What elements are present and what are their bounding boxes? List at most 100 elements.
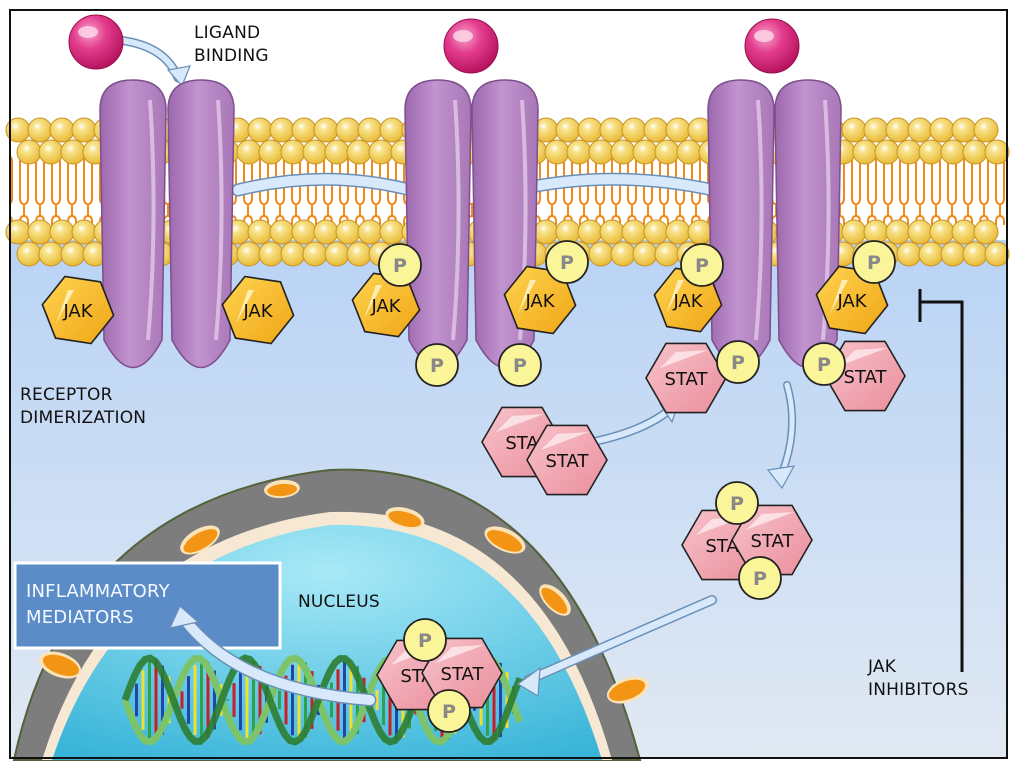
lipid-head (687, 219, 713, 245)
jak-kinase: JAK (503, 265, 577, 335)
stat-label: STAT (665, 369, 709, 390)
lipid-head (566, 139, 592, 165)
label-line: INHIBITORS (868, 680, 969, 700)
pathway-arrows (113, 35, 797, 707)
lipid-head (676, 139, 702, 165)
lipid-head (841, 117, 867, 143)
phosphate-group: P (716, 340, 760, 384)
frame-border (9, 9, 1008, 759)
phosphate-label: P (442, 701, 456, 723)
lipid-head (907, 219, 933, 245)
phosphate-group: P (378, 243, 422, 287)
label-line: LIGAND (194, 23, 261, 43)
lipid-head (874, 139, 900, 165)
stat-label: STAT (441, 664, 485, 685)
lipid-head (302, 241, 328, 267)
phosphate-group: P (852, 240, 896, 284)
lipid-head (907, 117, 933, 143)
jak-kinase: JAK (41, 275, 115, 345)
lipid-head (665, 117, 691, 143)
lipid-head (599, 219, 625, 245)
lipid-head (940, 241, 966, 267)
stat-protein: STAT (526, 424, 608, 496)
lipid-head (71, 117, 97, 143)
phosphate-group: P (498, 343, 542, 387)
lipid-head (599, 117, 625, 143)
lipid-head (863, 117, 889, 143)
ligand (68, 14, 124, 70)
nuclear-pore (385, 507, 425, 529)
phosphate-group: P (415, 343, 459, 387)
lipid-head (247, 219, 273, 245)
phosphate-label: P (430, 355, 444, 377)
lipid-head (610, 139, 636, 165)
phosphate-group: P (545, 240, 589, 284)
lipid-head (379, 117, 405, 143)
lipid-head (544, 139, 570, 165)
lipid-head (984, 139, 1010, 165)
label-line: JAK (868, 657, 897, 677)
nucleus-label: NUCLEUS (298, 592, 380, 612)
phosphate-label: P (560, 252, 574, 274)
label-line: INFLAMMATORY (26, 581, 170, 602)
lipid-head (918, 241, 944, 267)
lipid-head (27, 117, 53, 143)
label-line: RECEPTOR (20, 385, 113, 405)
label-line: MEDIATORS (26, 607, 134, 628)
inflammatory-mediators-label: INFLAMMATORY MEDIATORS (26, 579, 170, 631)
lipid-head (291, 219, 317, 245)
lipid-head (896, 241, 922, 267)
lipid-head (335, 117, 361, 143)
phosphate-label: P (695, 255, 709, 277)
lipid-head (643, 117, 669, 143)
phosphate-group: P (680, 243, 724, 287)
lipid-head (258, 241, 284, 267)
lipid-head (60, 139, 86, 165)
lipid-head (632, 241, 658, 267)
lipid-head (60, 241, 86, 267)
phosphate-group: P (403, 618, 447, 662)
lipid-head (379, 219, 405, 245)
lipid-head (236, 241, 262, 267)
receptor-dimerization-label: RECEPTOR DIMERIZATION (20, 384, 146, 430)
stat-label: STA (505, 433, 539, 454)
jak-label: JAK (370, 296, 401, 317)
ligand (744, 18, 800, 74)
phosphate-label: P (418, 630, 432, 652)
lipid-head (643, 219, 669, 245)
jak-kinase: JAK (351, 272, 421, 338)
lipid-head (654, 241, 680, 267)
phosphate-label: P (731, 352, 745, 374)
inflammatory-mediators-box (13, 561, 282, 650)
ligand (443, 18, 499, 74)
phosphate-label: P (513, 355, 527, 377)
lipid-head (962, 139, 988, 165)
lipid-head (49, 219, 75, 245)
jak-label: JAK (242, 301, 273, 322)
lipid-head (269, 219, 295, 245)
lipid-head (280, 139, 306, 165)
lipid-head (236, 139, 262, 165)
jak-kinase: JAK (221, 275, 295, 345)
lipid-head (896, 139, 922, 165)
lipid-head (258, 139, 284, 165)
lipid-head (852, 139, 878, 165)
lipid-head (357, 117, 383, 143)
lipid-head (973, 117, 999, 143)
phosphate-group: P (802, 342, 846, 386)
stat-label: STAT (751, 531, 795, 552)
lipid-head (841, 219, 867, 245)
phosphate-label: P (817, 354, 831, 376)
nuclear-pore (484, 526, 526, 554)
lipid-head (929, 117, 955, 143)
lipid-head (665, 219, 691, 245)
lipid-head (577, 219, 603, 245)
lipid-head (951, 117, 977, 143)
lipid-head (621, 219, 647, 245)
stat-protein: STAT (645, 342, 727, 414)
lipid-head (555, 117, 581, 143)
stat-label: STA (705, 536, 739, 557)
phosphate-label: P (730, 493, 744, 515)
phosphate-label: P (393, 255, 407, 277)
jak-label: JAK (836, 291, 867, 312)
